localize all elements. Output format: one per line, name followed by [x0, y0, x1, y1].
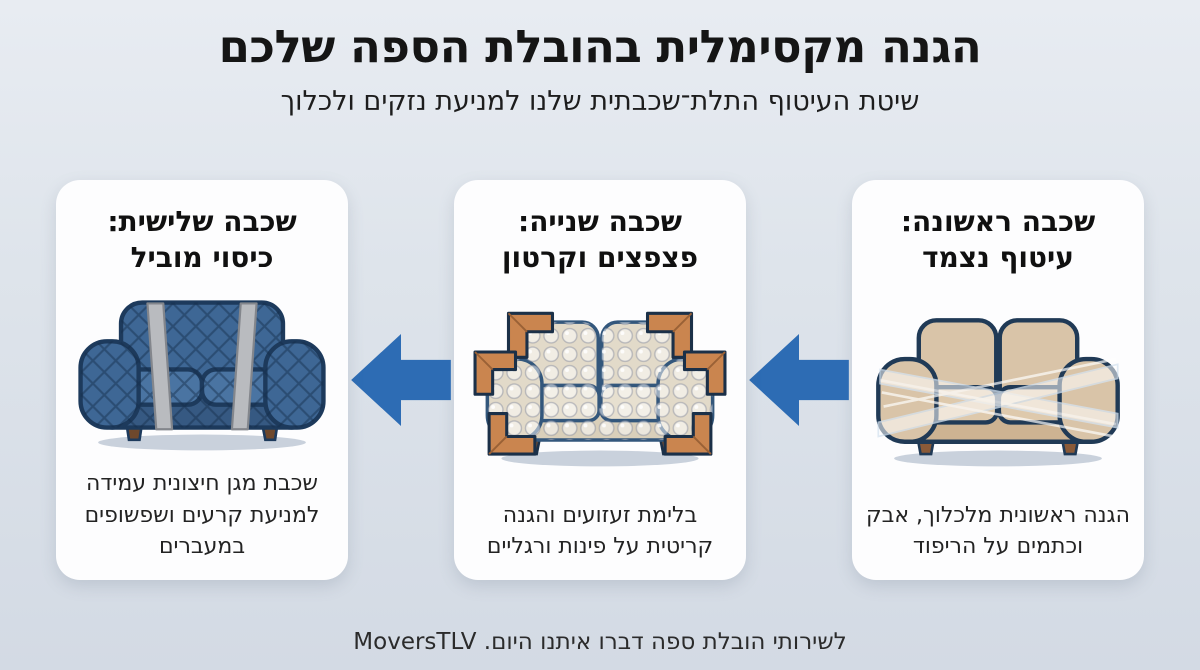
arrow-box-2 [348, 180, 454, 580]
step-card-second-layer: שכבה שנייה: פצפצים וקרטון [454, 180, 746, 580]
arrow-box-1 [746, 180, 852, 580]
header: הגנה מקסימלית בהובלת הספה שלכם שיטת העיט… [0, 20, 1200, 117]
steps-row: שכבה ראשונה: עיטוף נצמד [0, 180, 1200, 580]
page-subtitle: שיטת העיטוף התלת־שכבתית שלנו למניעת נזקי… [280, 86, 920, 117]
bubble-wrapped-sofa-illustration [468, 281, 732, 498]
blanket-covered-sofa-icon [78, 300, 326, 451]
cardboard-fold-lines [474, 312, 726, 455]
step1-title: שכבה ראשונה: עיטוף נצמד [900, 205, 1096, 275]
quilt-texture [80, 302, 324, 428]
step2-description: בלימת זעזועים והגנה קריטית על פינות ורגל… [486, 502, 714, 559]
cling-wrapped-sofa-illustration [866, 281, 1130, 498]
step-card-first-layer: שכבה ראשונה: עיטוף נצמד [852, 180, 1144, 580]
footer: לשירותי הובלת ספה דברו איתנו היום. Mover… [0, 629, 1200, 655]
bubble-wrapped-sofa-icon [473, 311, 727, 467]
cling-wrapped-sofa-icon [876, 317, 1120, 467]
arrow-step2-to-step3-icon [351, 334, 451, 426]
moving-straps [146, 302, 258, 431]
step3-description: שכבת מגן חיצונית עמידה למניעת קרעים ושפש… [84, 471, 320, 559]
arrow-step1-to-step2-icon [749, 334, 849, 426]
footer-text: לשירותי הובלת ספה דברו איתנו היום. [483, 629, 847, 655]
plastic-wrap-bands [877, 357, 1119, 438]
step-card-third-layer: שכבה שלישית: כיסוי מוביל [56, 180, 348, 580]
step1-description: הגנה ראשונית מלכלוך, אבק וכתמים על הריפו… [866, 502, 1130, 559]
blanket-covered-sofa-illustration [70, 281, 334, 467]
step2-title: שכבה שנייה: פצפצים וקרטון [501, 205, 699, 275]
brand-name: MoversTLV [353, 629, 477, 655]
page-title: הגנה מקסימלית בהובלת הספה שלכם [218, 20, 982, 73]
step3-title: שכבה שלישית: כיסוי מוביל [107, 205, 297, 275]
